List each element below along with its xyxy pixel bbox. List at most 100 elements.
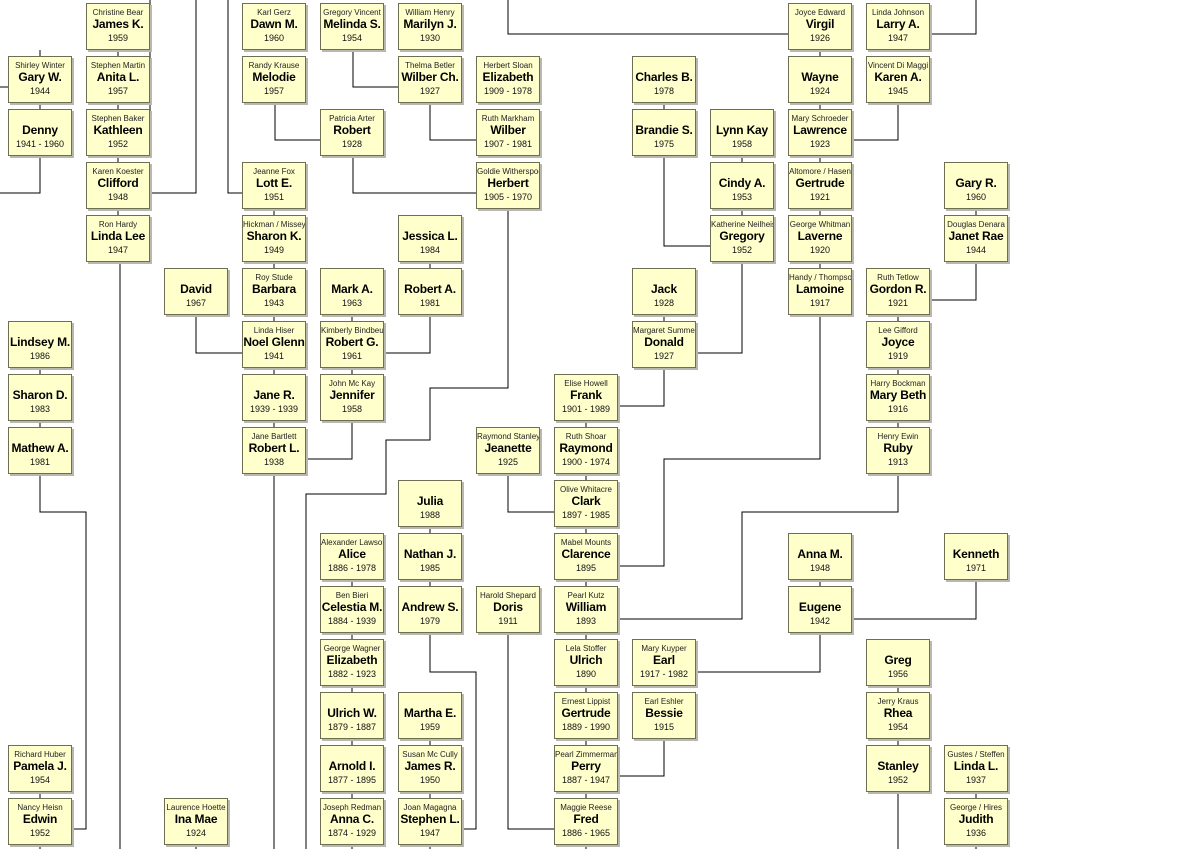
person-name: Laverne — [797, 228, 843, 243]
person-spouse — [867, 750, 929, 759]
person-name: Eugene — [798, 599, 842, 614]
person-box[interactable]: Andrew S.1979 — [398, 586, 462, 633]
person-box[interactable]: Cindy A.1953 — [710, 162, 774, 209]
person-box[interactable]: Lindsey M.1986 — [8, 321, 72, 368]
person-dates: 1920 — [809, 244, 831, 255]
person-box[interactable]: Gary R.1960 — [944, 162, 1008, 209]
person-box[interactable]: Robert A.1981 — [398, 268, 462, 315]
person-dates: 1960 — [263, 32, 285, 43]
person-box[interactable]: Anna M.1948 — [788, 533, 852, 580]
person-dates: 1921 — [809, 191, 831, 202]
person-box[interactable]: Charles B.1978 — [632, 56, 696, 103]
person-name: Clark — [571, 493, 601, 508]
person-box[interactable]: Nathan J.1985 — [398, 533, 462, 580]
person-spouse: Stephen Baker — [91, 113, 145, 123]
person-box[interactable]: Martha E.1959 — [398, 692, 462, 739]
person-box[interactable]: Brandie S.1975 — [632, 109, 696, 156]
person-box[interactable]: Jessica L.1984 — [398, 215, 462, 262]
person-box[interactable]: Arnold I.1877 - 1895 — [320, 745, 384, 792]
person-name: Jane R. — [253, 387, 295, 402]
person-box[interactable]: Jane R.1939 - 1939 — [242, 374, 306, 421]
person-box[interactable]: Ulrich W.1879 - 1887 — [320, 692, 384, 739]
person-name: Lott E. — [256, 175, 292, 190]
person-box[interactable]: Mark A.1963 — [320, 268, 384, 315]
person-dates: 1951 — [263, 191, 285, 202]
person-spouse: Pearl Zimmerman — [555, 749, 618, 759]
person-box[interactable]: Sharon D.1983 — [8, 374, 72, 421]
person-box[interactable]: Mathew A.1981 — [8, 427, 72, 474]
